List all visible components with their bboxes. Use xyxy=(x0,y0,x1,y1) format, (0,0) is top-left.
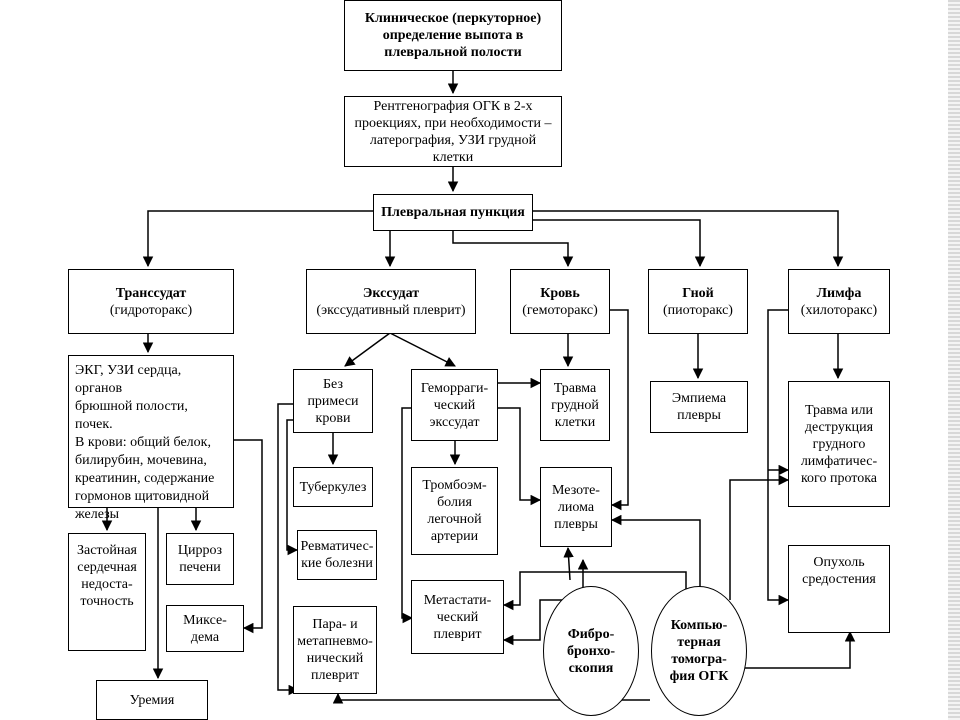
pus-node: Гной (пиоторакс) xyxy=(648,269,748,334)
no-blood-admixture-node: Без примеси крови xyxy=(293,369,373,433)
uremia-node: Уремия xyxy=(96,680,208,720)
pulmonary-embolism-node: Тромбоэм- болия легочной артерии xyxy=(411,467,498,555)
lymph-subtitle: (хилоторакс) xyxy=(800,302,878,318)
lymph-title: Лимфа xyxy=(816,285,862,301)
lymph-node: Лимфа (хилоторакс) xyxy=(788,269,890,334)
pus-subtitle: (пиоторакс) xyxy=(663,302,733,318)
transudate-title: Транссудат xyxy=(115,285,187,301)
transudate-node: Транссудат (гидроторакс) xyxy=(68,269,234,334)
mediastinal-tumor-node: Опухоль средостения xyxy=(788,545,890,633)
blood-subtitle: (гемоторакс) xyxy=(522,302,598,318)
hemorrhagic-exudate-node: Геморраги- ческий экссудат xyxy=(411,369,498,441)
cirrhosis-node: Цирроз печени xyxy=(166,533,234,585)
rheumatic-diseases-node: Ревматичес- кие болезни xyxy=(297,530,377,580)
transudate-subtitle: (гидроторакс) xyxy=(109,302,193,318)
page-edge-border xyxy=(948,0,960,720)
exudate-title: Экссудат xyxy=(362,285,420,301)
pus-title: Гной xyxy=(682,285,714,301)
myxedema-node: Миксе- дема xyxy=(166,605,244,652)
exudate-subtitle: (экссудативный плеврит) xyxy=(316,302,466,318)
fibrobronchoscopy-oval: Фибро- бронхо- скопия xyxy=(543,586,639,716)
blood-node: Кровь (гемоторакс) xyxy=(510,269,610,334)
exudate-node: Экссудат (экссудативный плеврит) xyxy=(306,269,476,334)
chf-node: Застойная сердечная недоста- точность xyxy=(68,533,146,651)
chest-ct-oval: Компью- терная томогра- фия ОГК xyxy=(651,586,747,716)
tuberculosis-node: Туберкулез xyxy=(293,467,373,507)
mesothelioma-node: Мезоте- лиома плевры xyxy=(540,467,612,547)
parapneumonic-pleurisy-node: Пара- и метапневмо- нический плеврит xyxy=(293,606,377,694)
ecg-tests-node: ЭКГ, УЗИ сердца, органов брюшной полости… xyxy=(68,355,234,522)
xray-node: Рентгенография ОГК в 2-х проекциях, при … xyxy=(344,96,562,167)
lymph-duct-trauma-node: Травма или деструкция грудного лимфатиче… xyxy=(788,381,890,507)
chest-trauma-node: Травма грудной клетки xyxy=(540,369,610,441)
pleural-puncture-node: Плевральная пункция xyxy=(373,194,533,231)
metastatic-pleurisy-node: Метастати- ческий плеврит xyxy=(411,580,504,654)
empyema-node: Эмпиема плевры xyxy=(650,381,748,433)
clinical-detection-node: Клиническое (перкуторное) определение вы… xyxy=(344,0,562,71)
blood-title: Кровь xyxy=(540,285,580,301)
